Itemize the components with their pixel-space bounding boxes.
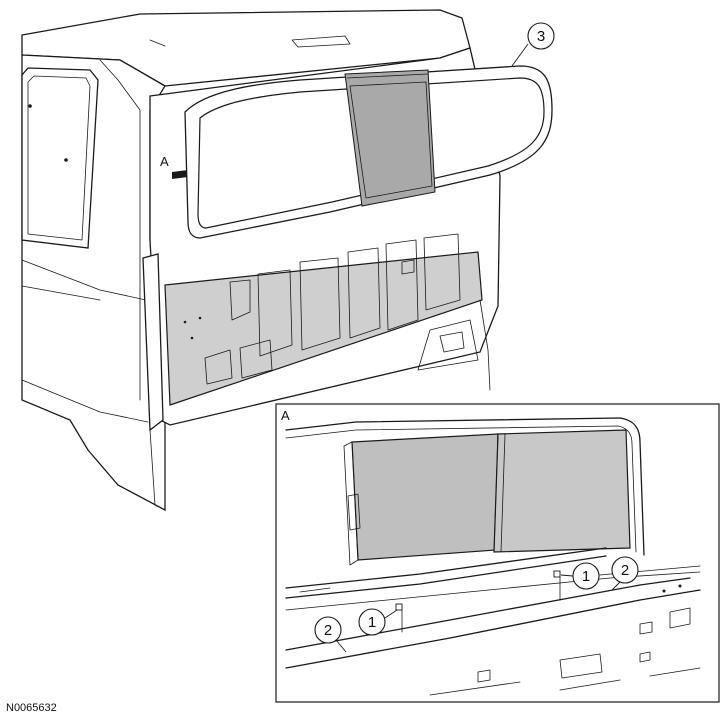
figure-id: N0065632 [6,702,57,714]
callout-3: 3 [511,22,555,67]
rear-window-assembly [184,65,553,239]
view-marker-label: A [160,154,169,169]
callout-1-right: 1 [560,562,600,590]
callout-2-left: 2 [314,616,347,653]
callout-2-right: 2 [611,556,639,591]
callout-1-left: 1 [358,608,398,636]
back-panel-stamping [183,233,461,385]
callout-1-left-number: 1 [368,614,376,631]
detail-view-a: A [275,403,720,703]
callout-2-right-number: 2 [621,562,629,579]
callout-3-number: 3 [537,28,545,45]
detail-view-label: A [281,408,290,423]
callout-1-right-number: 1 [582,568,590,585]
callout-2-left-number: 2 [324,622,332,639]
